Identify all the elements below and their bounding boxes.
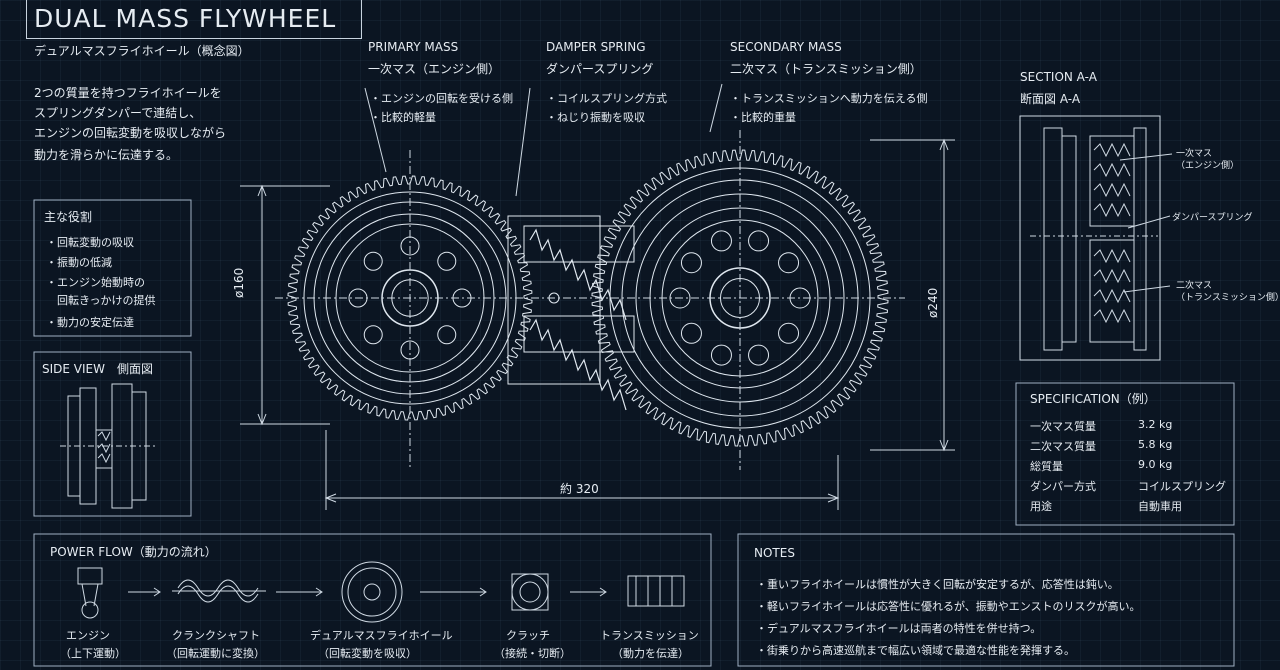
dimension-lines bbox=[240, 130, 955, 510]
flow-step-sub: （接続・切断） bbox=[494, 647, 571, 660]
spec-heading: SPECIFICATION（例） bbox=[1030, 392, 1156, 406]
secondary-note: ・トランスミッションへ動力を伝える側 bbox=[730, 92, 928, 105]
bolt-hole bbox=[437, 251, 457, 271]
spec-key: 二次マス質量 bbox=[1030, 440, 1096, 453]
bolt-hole bbox=[710, 344, 732, 366]
title-frame bbox=[26, 0, 362, 39]
spring-seat bbox=[523, 225, 635, 263]
primary-mass-label-jp: 一次マス（エンジン側） bbox=[368, 62, 501, 76]
damper-note: ・ねじり振動を吸収 bbox=[546, 111, 645, 124]
spec-value: 自動車用 bbox=[1138, 500, 1182, 513]
bolt-hole bbox=[748, 344, 770, 366]
secondary-mass-label-jp: 二次マス（トランスミッション側） bbox=[730, 62, 922, 76]
bolt-hole bbox=[363, 251, 383, 271]
role-item: ・振動の低減 bbox=[46, 256, 112, 269]
section-callout: （トランスミッション側） bbox=[1176, 293, 1280, 303]
page-title: DUAL MASS FLYWHEEL bbox=[34, 4, 337, 33]
section-label-jp: 断面図 A-A bbox=[1020, 92, 1081, 106]
flow-step-name: エンジン bbox=[66, 629, 110, 642]
power-flow-heading: POWER FLOW（動力の流れ） bbox=[50, 545, 217, 559]
role-item: ・動力の安定伝達 bbox=[46, 316, 134, 329]
section-callout: （エンジン側） bbox=[1176, 161, 1240, 171]
spec-key: 一次マス質量 bbox=[1030, 420, 1096, 433]
flow-step-name: デュアルマスフライホイール bbox=[310, 629, 453, 642]
flow-step-sub: （上下運動） bbox=[60, 647, 126, 660]
damper-spring-label: DAMPER SPRING bbox=[546, 40, 646, 54]
spec-value: 3.2 kg bbox=[1138, 418, 1173, 431]
bolt-hole bbox=[680, 252, 702, 274]
section-callout: ダンパースプリング bbox=[1172, 213, 1253, 223]
spec-value: 9.0 kg bbox=[1138, 458, 1173, 471]
spring-seat bbox=[523, 315, 635, 353]
primary-mass-label: PRIMARY MASS bbox=[368, 40, 459, 54]
section-callout: 一次マス bbox=[1176, 149, 1213, 159]
coil-spring bbox=[529, 318, 627, 411]
notes-heading: NOTES bbox=[754, 546, 795, 560]
role-item: ・回転変動の吸収 bbox=[46, 236, 134, 249]
intro-line: 2つの質量を持つフライホイールを bbox=[34, 86, 222, 100]
intro-line: スプリングダンパーで連結し、 bbox=[34, 106, 202, 120]
flow-step-name: クランクシャフト bbox=[172, 629, 260, 642]
side-view-drawing bbox=[60, 383, 156, 509]
intro-line: エンジンの回転変動を吸収しながら bbox=[34, 126, 227, 140]
note-item: ・重いフライホイールは慣性が大きく回転が安定するが、応答性は鈍い。 bbox=[756, 578, 1119, 591]
flow-step-sub: （動力を伝達） bbox=[612, 647, 689, 660]
intro-line: 動力を滑らかに伝達する。 bbox=[34, 148, 179, 162]
flow-step-sub: （回転変動を吸収） bbox=[318, 647, 417, 660]
note-item: ・街乗りから高速巡航まで幅広い領域で最適な性能を発揮する。 bbox=[756, 644, 1075, 657]
damper-note: ・コイルスプリング方式 bbox=[546, 92, 667, 105]
side-view-label: SIDE VIEW 側面図 bbox=[42, 362, 153, 376]
leader-lines bbox=[364, 83, 723, 197]
flow-step-name: クラッチ bbox=[506, 629, 550, 642]
section-callout: 二次マス bbox=[1176, 281, 1213, 291]
damper-housing bbox=[507, 215, 601, 385]
section-label: SECTION A-A bbox=[1020, 70, 1097, 84]
note-item: ・デュアルマスフライホイールは両者の特性を併せ持つ。 bbox=[756, 622, 1042, 635]
secondary-note: ・比較的重量 bbox=[730, 111, 796, 124]
note-item: ・軽いフライホイールは応答性に優れるが、振動やエンストのリスクが高い。 bbox=[756, 600, 1141, 613]
bolt-hole bbox=[778, 252, 800, 274]
bolt-hole bbox=[710, 230, 732, 252]
spec-key: ダンパー方式 bbox=[1030, 480, 1096, 493]
bolt-hole bbox=[748, 230, 770, 252]
coil-spring bbox=[529, 228, 627, 321]
page-subtitle: デュアルマスフライホイール（概念図） bbox=[34, 44, 250, 58]
dimension-overall-width: 約 320 bbox=[560, 482, 599, 496]
spec-key: 用途 bbox=[1030, 500, 1052, 513]
section-a-a-drawing bbox=[1019, 115, 1173, 361]
spec-key: 総質量 bbox=[1030, 460, 1063, 473]
flow-step-sub: （回転運動に変換） bbox=[166, 647, 265, 660]
panel-frames bbox=[33, 199, 1235, 667]
dimension-secondary-diameter: ø240 bbox=[926, 287, 940, 318]
bolt-hole bbox=[363, 325, 383, 345]
flow-step-name: トランスミッション bbox=[600, 629, 699, 642]
roles-heading: 主な役割 bbox=[44, 210, 93, 224]
damper-spring-label-jp: ダンパースプリング bbox=[546, 62, 654, 76]
dimension-primary-diameter: ø160 bbox=[232, 267, 246, 298]
bolt-hole bbox=[778, 322, 800, 344]
spec-value: コイルスプリング bbox=[1138, 480, 1226, 493]
damper-spring-drawing bbox=[507, 215, 635, 411]
secondary-mass-label: SECONDARY MASS bbox=[730, 40, 842, 54]
bolt-hole bbox=[680, 322, 702, 344]
role-item: 回転きっかけの提供 bbox=[46, 294, 156, 307]
primary-note: ・比較的軽量 bbox=[370, 111, 436, 124]
primary-note: ・エンジンの回転を受ける側 bbox=[370, 92, 513, 105]
role-item: ・エンジン始動時の bbox=[46, 276, 145, 289]
bolt-hole bbox=[437, 325, 457, 345]
power-flow-drawing bbox=[77, 561, 685, 623]
spec-value: 5.8 kg bbox=[1138, 438, 1173, 451]
